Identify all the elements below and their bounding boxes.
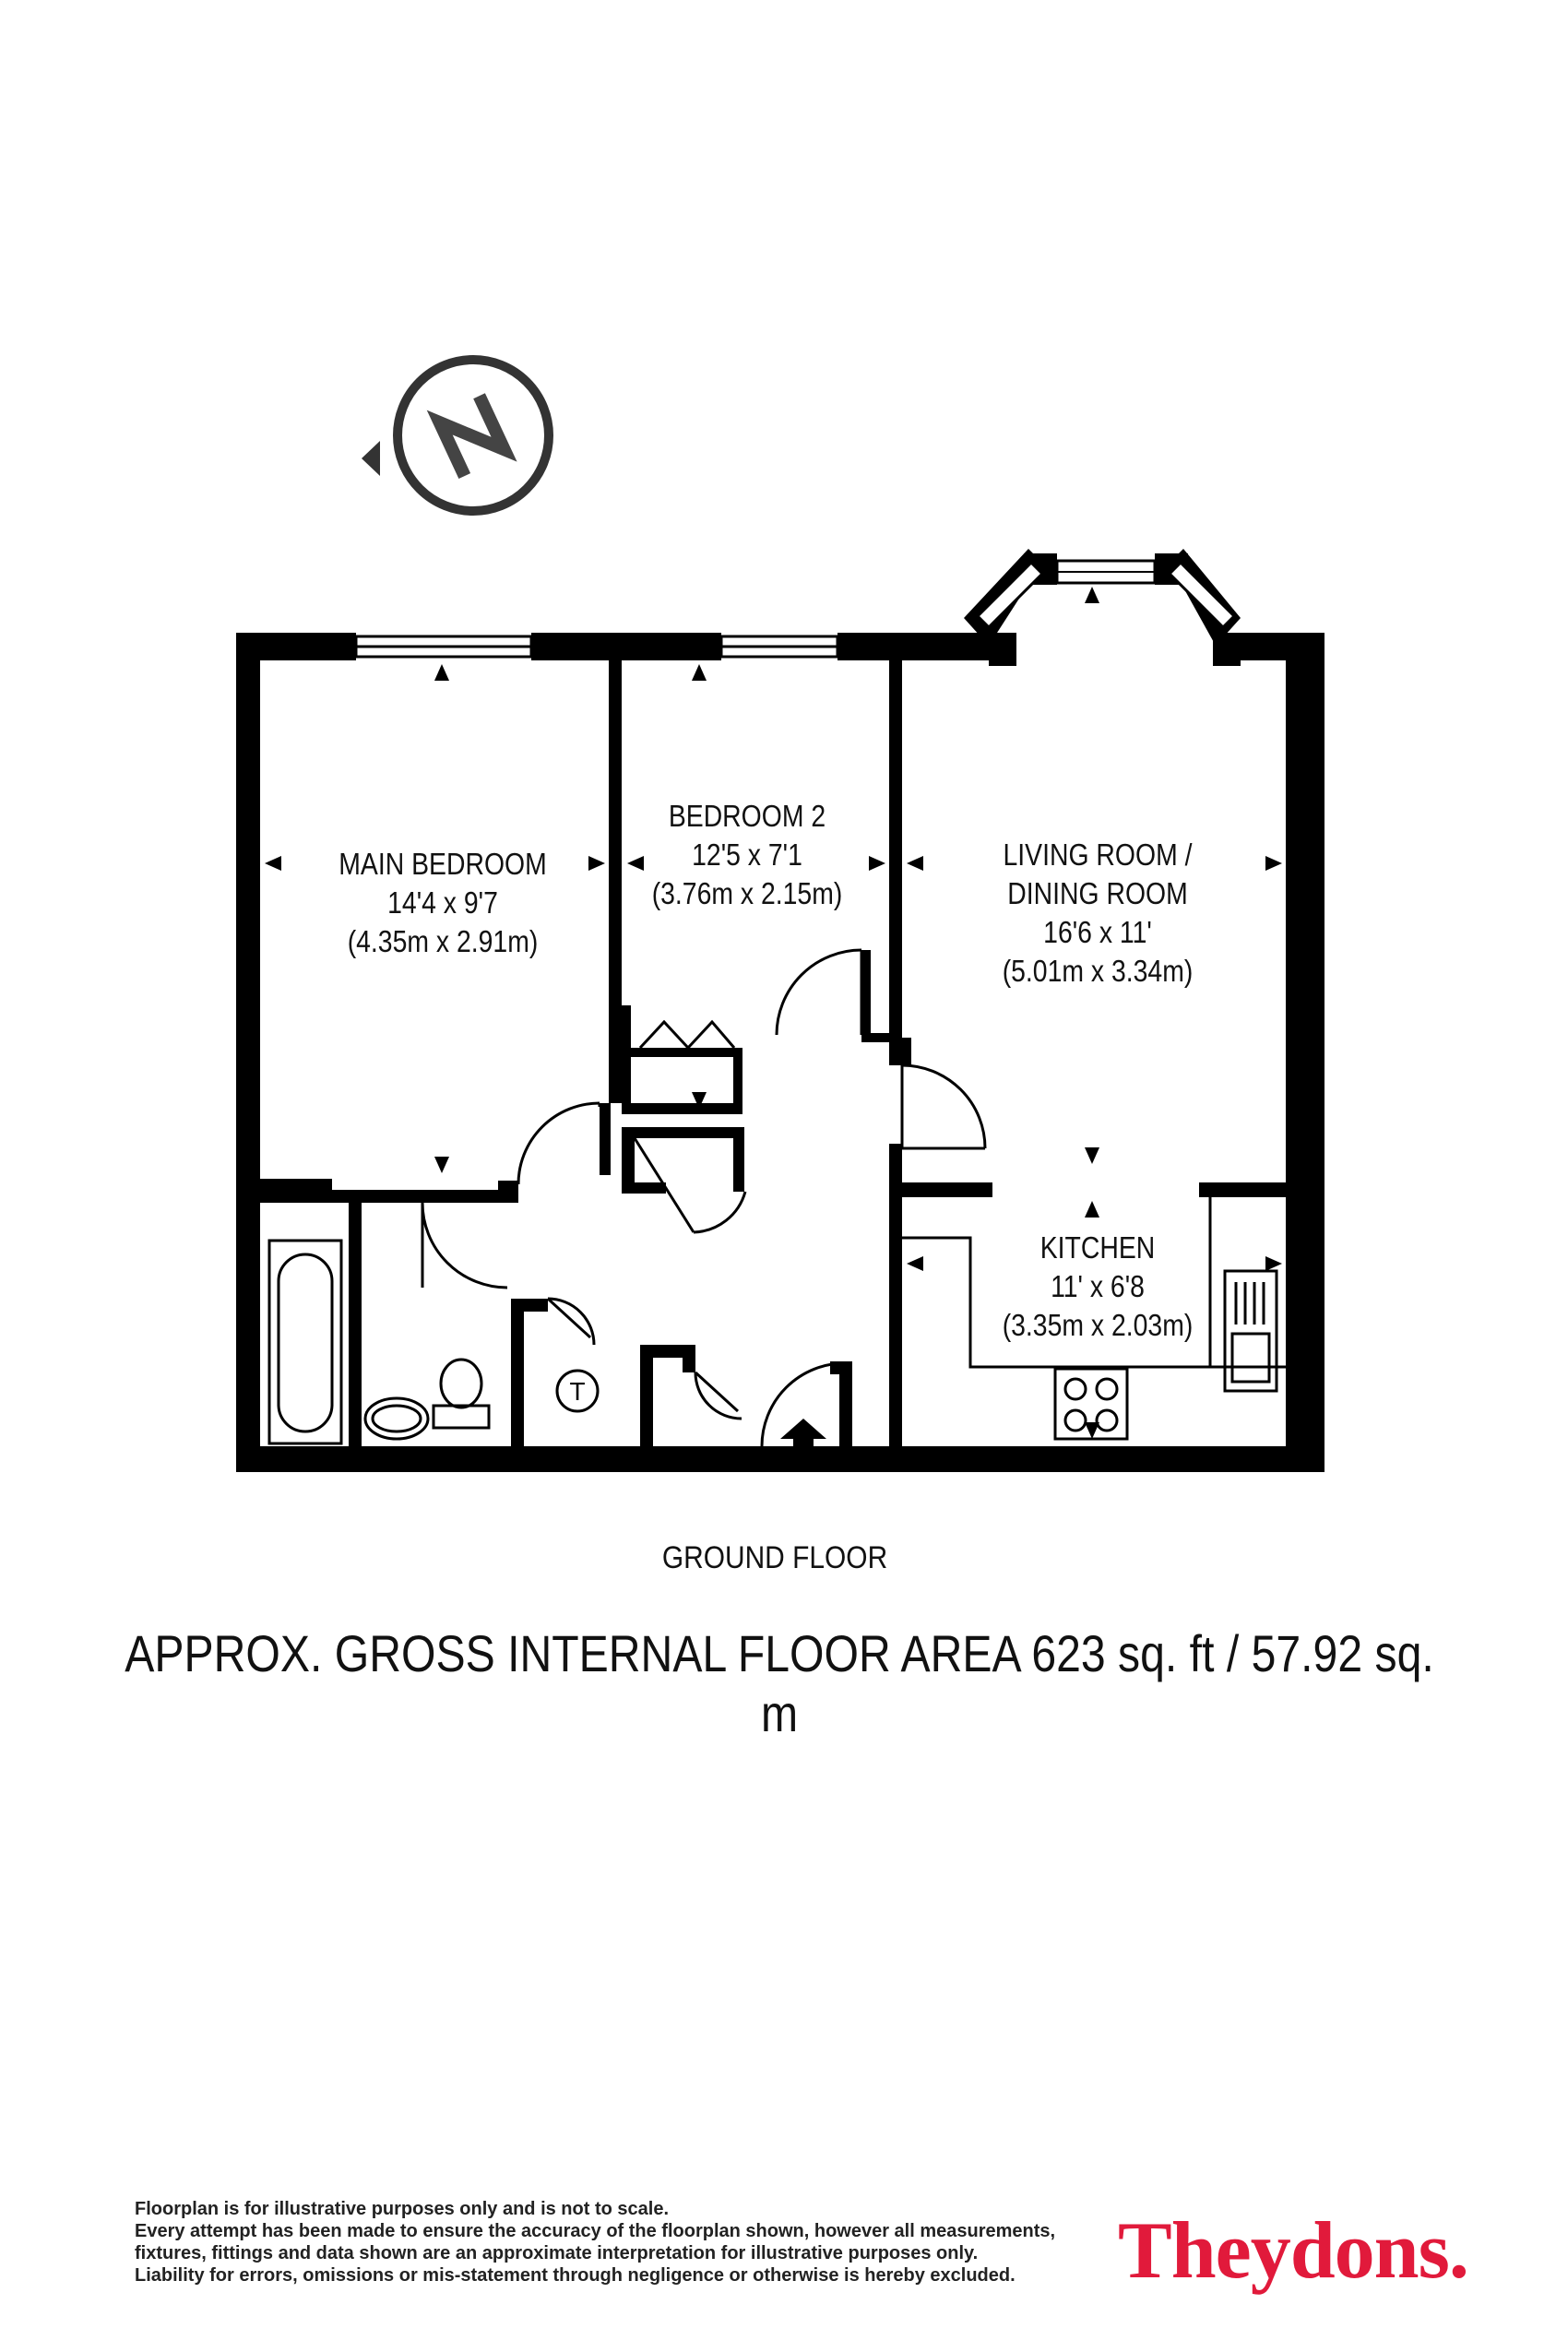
room-label-kitchen: KITCHEN 11' x 6'8 (3.35m x 2.03m) — [970, 1229, 1224, 1345]
room-name-line-2: DINING ROOM — [1007, 876, 1188, 910]
disclaimer-line: Floorplan is for illustrative purposes o… — [135, 2199, 669, 2219]
floor-area-text: APPROX. GROSS INTERNAL FLOOR AREA 623 sq… — [125, 1624, 1434, 1742]
room-size-imperial: 11' x 6'8 — [1051, 1269, 1145, 1303]
room-size-metric: (4.35m x 2.91m) — [347, 924, 539, 958]
measurement-arrows — [265, 587, 1282, 1439]
tank-letter: T — [569, 1377, 585, 1406]
disclaimer-line: Every attempt has been made to ensure th… — [135, 2221, 1056, 2241]
windows — [354, 635, 839, 659]
floor-label: GROUND FLOOR — [661, 1540, 888, 1575]
room-size-metric: (3.76m x 2.15m) — [651, 876, 843, 910]
hob-icon — [1053, 1367, 1129, 1441]
room-size-imperial: 16'6 x 11' — [1043, 915, 1152, 949]
wc-icon — [432, 1358, 491, 1430]
room-size-imperial: 14'4 x 9'7 — [387, 885, 498, 920]
room-name: KITCHEN — [1039, 1230, 1156, 1265]
room-label-main-bedroom: MAIN BEDROOM 14'4 x 9'7 (4.35m x 2.91m) — [292, 845, 594, 961]
room-name: BEDROOM 2 — [668, 799, 826, 833]
room-size-metric: (5.01m x 3.34m) — [1002, 954, 1194, 988]
basin-icon — [363, 1396, 430, 1441]
bath-icon — [267, 1239, 343, 1445]
sink-icon — [1223, 1269, 1278, 1393]
tank-icon — [555, 1369, 600, 1413]
outer-walls — [236, 633, 1324, 1472]
room-name: MAIN BEDROOM — [339, 847, 547, 881]
room-name: LIVING ROOM / — [1003, 837, 1193, 872]
room-label-bedroom-2: BEDROOM 2 12'5 x 7'1 (3.76m x 2.15m) — [612, 797, 882, 913]
room-size-metric: (3.35m x 2.03m) — [1002, 1308, 1194, 1342]
disclaimer: Floorplan is for illustrative purposes o… — [135, 2198, 1055, 2287]
doors — [421, 948, 987, 1447]
bay-window — [964, 549, 1241, 646]
compass-icon — [362, 355, 553, 516]
kitchen-worktop — [902, 1197, 1286, 1369]
entrance-arrow-icon — [780, 1419, 826, 1465]
disclaimer-line: Liability for errors, omissions or mis-s… — [135, 2265, 1016, 2286]
room-size-imperial: 12'5 x 7'1 — [692, 837, 802, 872]
interior-walls — [260, 660, 1297, 1457]
room-label-living-room: LIVING ROOM / DINING ROOM 16'6 x 11' (5.… — [947, 836, 1249, 991]
disclaimer-line: fixtures, fittings and data shown are an… — [135, 2243, 979, 2263]
brand-logo: Theydons. — [1118, 2206, 1469, 2296]
